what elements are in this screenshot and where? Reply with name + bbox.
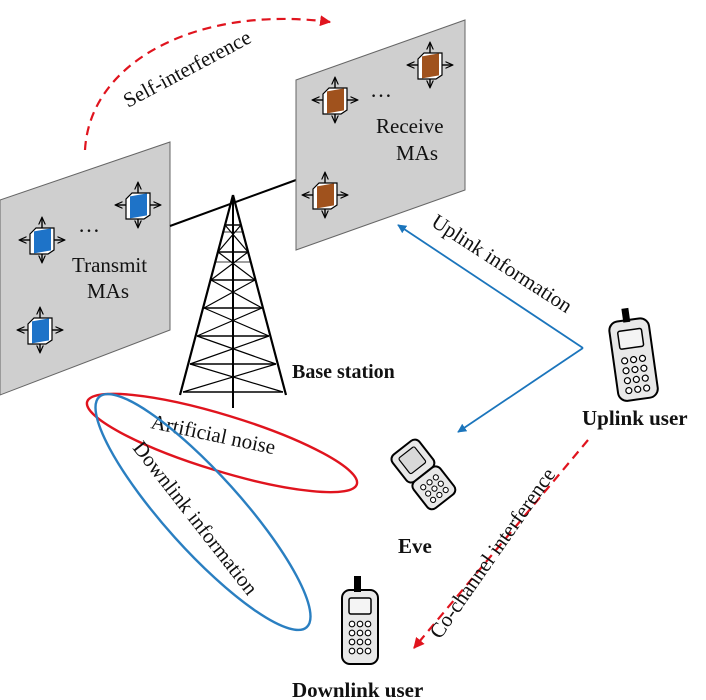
downlink-information-label: Downlink information — [128, 436, 263, 600]
eve-phone — [390, 438, 457, 511]
transmit-label-line2: MAs — [87, 279, 129, 303]
receive-antenna — [313, 78, 357, 122]
receive-panel: … Receive MAs — [295, 19, 466, 251]
uplink-user-phone — [608, 307, 659, 402]
receive-label-line1: Receive — [376, 114, 444, 138]
receive-ellipsis: … — [370, 77, 392, 102]
transmit-panel: … Transmit MAs — [0, 141, 171, 396]
downlink-information-beam — [94, 392, 312, 632]
artificial-noise-beam — [85, 392, 359, 494]
transmit-label-line1: Transmit — [72, 253, 147, 277]
transmit-ellipsis: … — [78, 212, 100, 237]
transmit-antenna — [116, 183, 160, 227]
self-interference-arrow — [83, 15, 332, 151]
downlink-user-phone — [341, 576, 379, 665]
base-station-tower — [178, 194, 288, 408]
artificial-noise-label: Artificial noise — [149, 409, 278, 459]
eve-label: Eve — [398, 534, 432, 558]
transmit-antenna — [20, 218, 64, 262]
receive-label-line2: MAs — [396, 141, 438, 165]
self-interference-label: Self-interference — [119, 25, 255, 112]
base-station-label: Base station — [292, 361, 395, 383]
downlink-user-label: Downlink user — [292, 678, 423, 700]
uplink-to-receive-arrow — [397, 224, 584, 349]
uplink-user-label: Uplink user — [582, 406, 688, 430]
co-channel-interference-arrow — [413, 439, 589, 649]
uplink-information-label: Uplink information — [427, 209, 577, 318]
uplink-to-eve-arrow — [457, 347, 584, 433]
receive-antenna — [303, 173, 347, 217]
receive-antenna — [408, 43, 452, 87]
transmit-antenna — [18, 308, 62, 352]
